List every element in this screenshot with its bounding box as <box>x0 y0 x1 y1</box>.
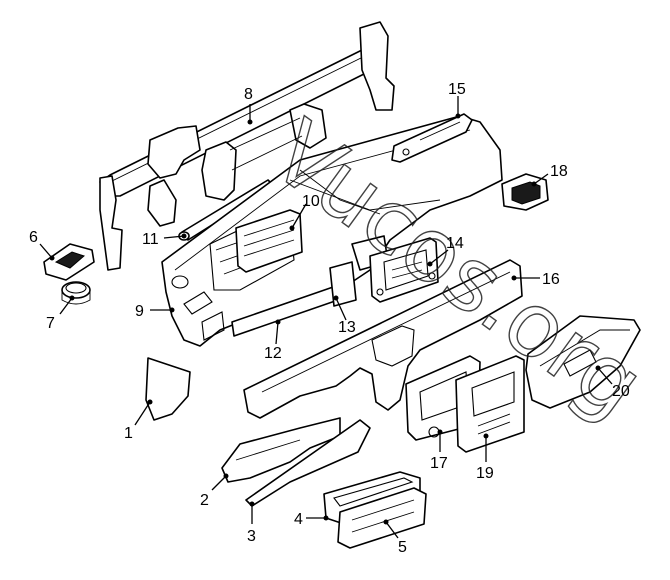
part-15-top-bracket <box>391 113 473 163</box>
part-7-knob <box>61 281 91 305</box>
part-8-crossbeam <box>99 21 395 271</box>
callout-10: 10 <box>302 193 320 210</box>
part-20-glovebox <box>525 315 641 409</box>
callout-17: 17 <box>430 455 448 472</box>
callout-16: 16 <box>542 271 560 288</box>
callout-14: 14 <box>446 235 464 252</box>
callout-7: 7 <box>46 315 55 332</box>
callout-18: 18 <box>550 163 568 180</box>
part-16-lower-dash-panel <box>243 259 523 419</box>
callout-19: 19 <box>476 465 494 482</box>
part-2-lower-trim <box>221 417 341 483</box>
part-14-radio-unit <box>369 237 439 303</box>
callout-1: 1 <box>124 425 133 442</box>
callout-15: 15 <box>448 81 466 98</box>
part-1-end-cap <box>145 357 191 421</box>
callout-20: 20 <box>612 383 630 400</box>
part-19-radio-fascia <box>455 355 525 453</box>
callout-9: 9 <box>135 303 144 320</box>
part-6-switch <box>43 243 95 281</box>
callout-13: 13 <box>338 319 356 336</box>
callout-2: 2 <box>200 492 209 509</box>
callout-5: 5 <box>398 539 407 556</box>
callout-labels: 1 2 3 4 5 6 7 8 9 10 11 12 13 14 15 16 1… <box>29 81 630 556</box>
part-5-storage-insert <box>337 487 427 549</box>
callout-4: 4 <box>294 511 303 528</box>
leader-lines <box>39 96 613 539</box>
callout-12: 12 <box>264 345 282 362</box>
callout-11: 11 <box>142 231 159 248</box>
callout-3: 3 <box>247 528 256 545</box>
part-10-center-vent <box>235 209 303 273</box>
callout-8: 8 <box>244 86 253 103</box>
callout-6: 6 <box>29 229 38 246</box>
